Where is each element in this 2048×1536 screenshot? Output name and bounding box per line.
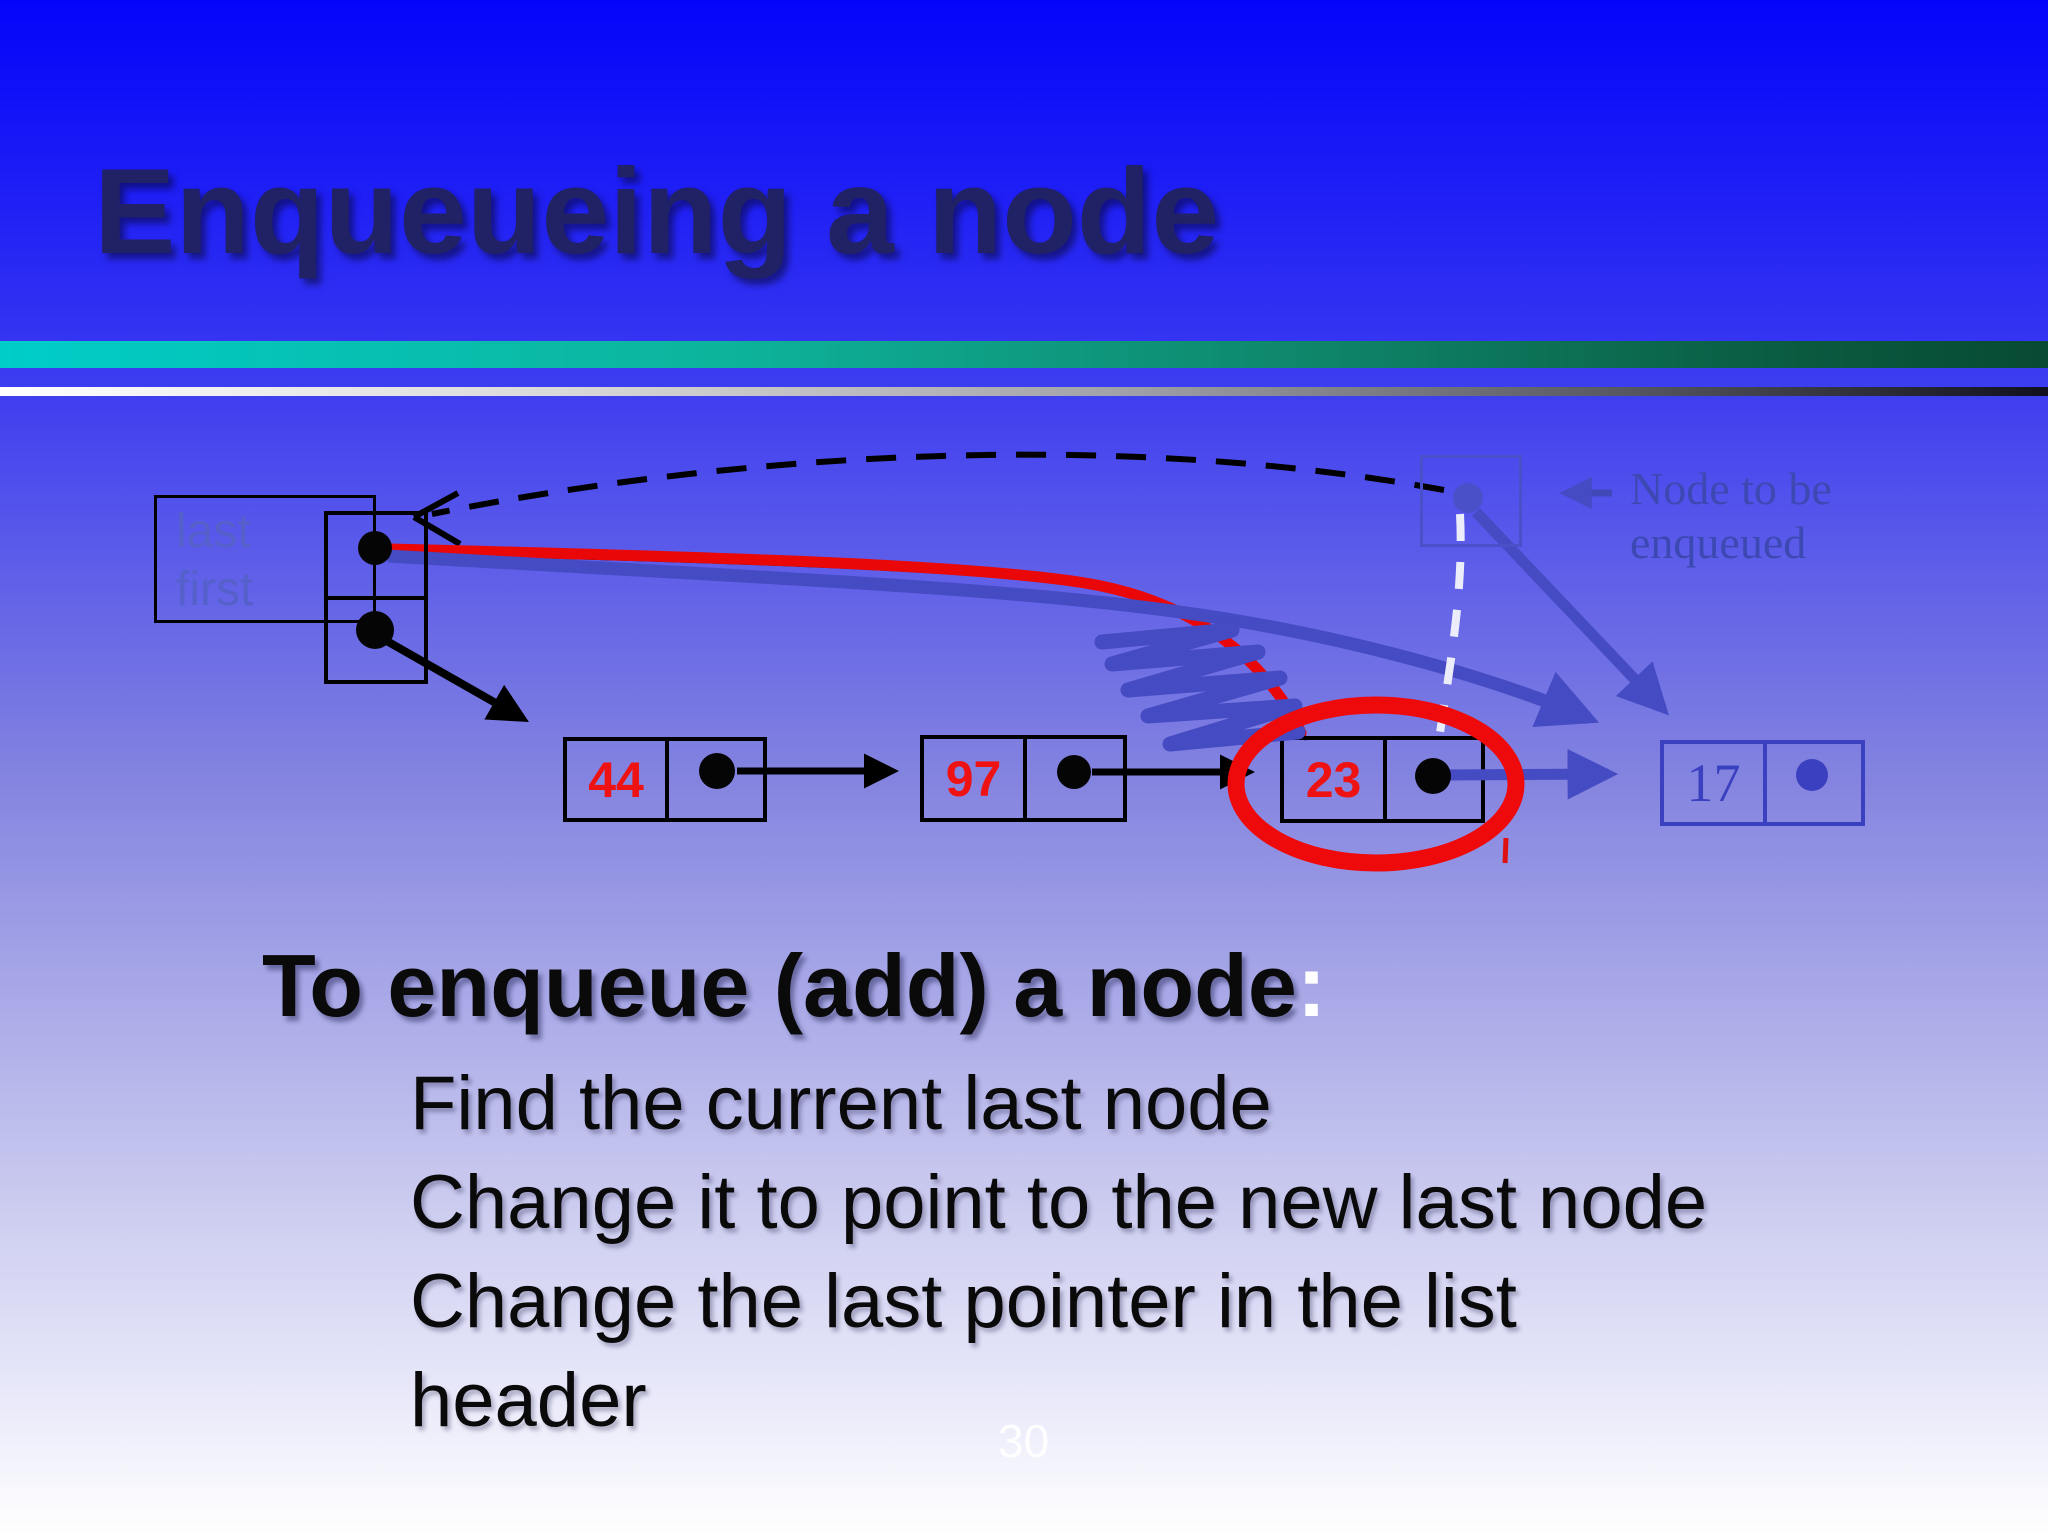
- node-97: 97: [920, 735, 1127, 822]
- node-to-be-enqueued-box: [1420, 455, 1522, 547]
- list-header-labels: last first: [176, 503, 253, 619]
- node-44-value: 44: [567, 741, 669, 818]
- pointer-cells-divider: [328, 596, 424, 600]
- body-text-block: To enqueue (add) a node: Find the curren…: [262, 938, 1730, 1450]
- body-heading: To enqueue (add) a node:: [262, 938, 1730, 1034]
- slide-title: Enqueueing a node: [94, 143, 1220, 279]
- node-23-value: 23: [1284, 740, 1387, 819]
- body-steps: Find the current last node Change it to …: [410, 1054, 1730, 1450]
- step-line: Change the last pointer in the list: [410, 1259, 1517, 1344]
- node-97-pointer-cell: [1027, 739, 1123, 818]
- node-23: 23: [1280, 736, 1485, 823]
- node-44: 44: [563, 737, 767, 822]
- step-line: header: [410, 1358, 647, 1443]
- page-number: 30: [998, 1415, 1050, 1467]
- last-label: last: [176, 505, 251, 558]
- teal-divider-bar: [0, 341, 2048, 368]
- node-44-pointer-cell: [669, 741, 763, 818]
- step-line: Find the current last node: [410, 1061, 1272, 1146]
- node-17-value: 17: [1664, 744, 1767, 822]
- header-pointer-cells: [324, 511, 428, 684]
- node-17-pointer-cell: [1767, 744, 1861, 822]
- first-label: first: [176, 563, 254, 616]
- node-97-value: 97: [924, 739, 1027, 818]
- node-17-new-node: 17: [1660, 740, 1865, 826]
- node-23-pointer-cell: [1387, 740, 1481, 819]
- step-line: Change it to point to the new last node: [410, 1160, 1708, 1245]
- heading-colon: :: [1296, 936, 1327, 1035]
- silver-divider-bar: [0, 387, 2048, 396]
- annotation-label: Node to be enqueued: [1630, 463, 1832, 568]
- heading-text: To enqueue (add) a node: [262, 936, 1297, 1035]
